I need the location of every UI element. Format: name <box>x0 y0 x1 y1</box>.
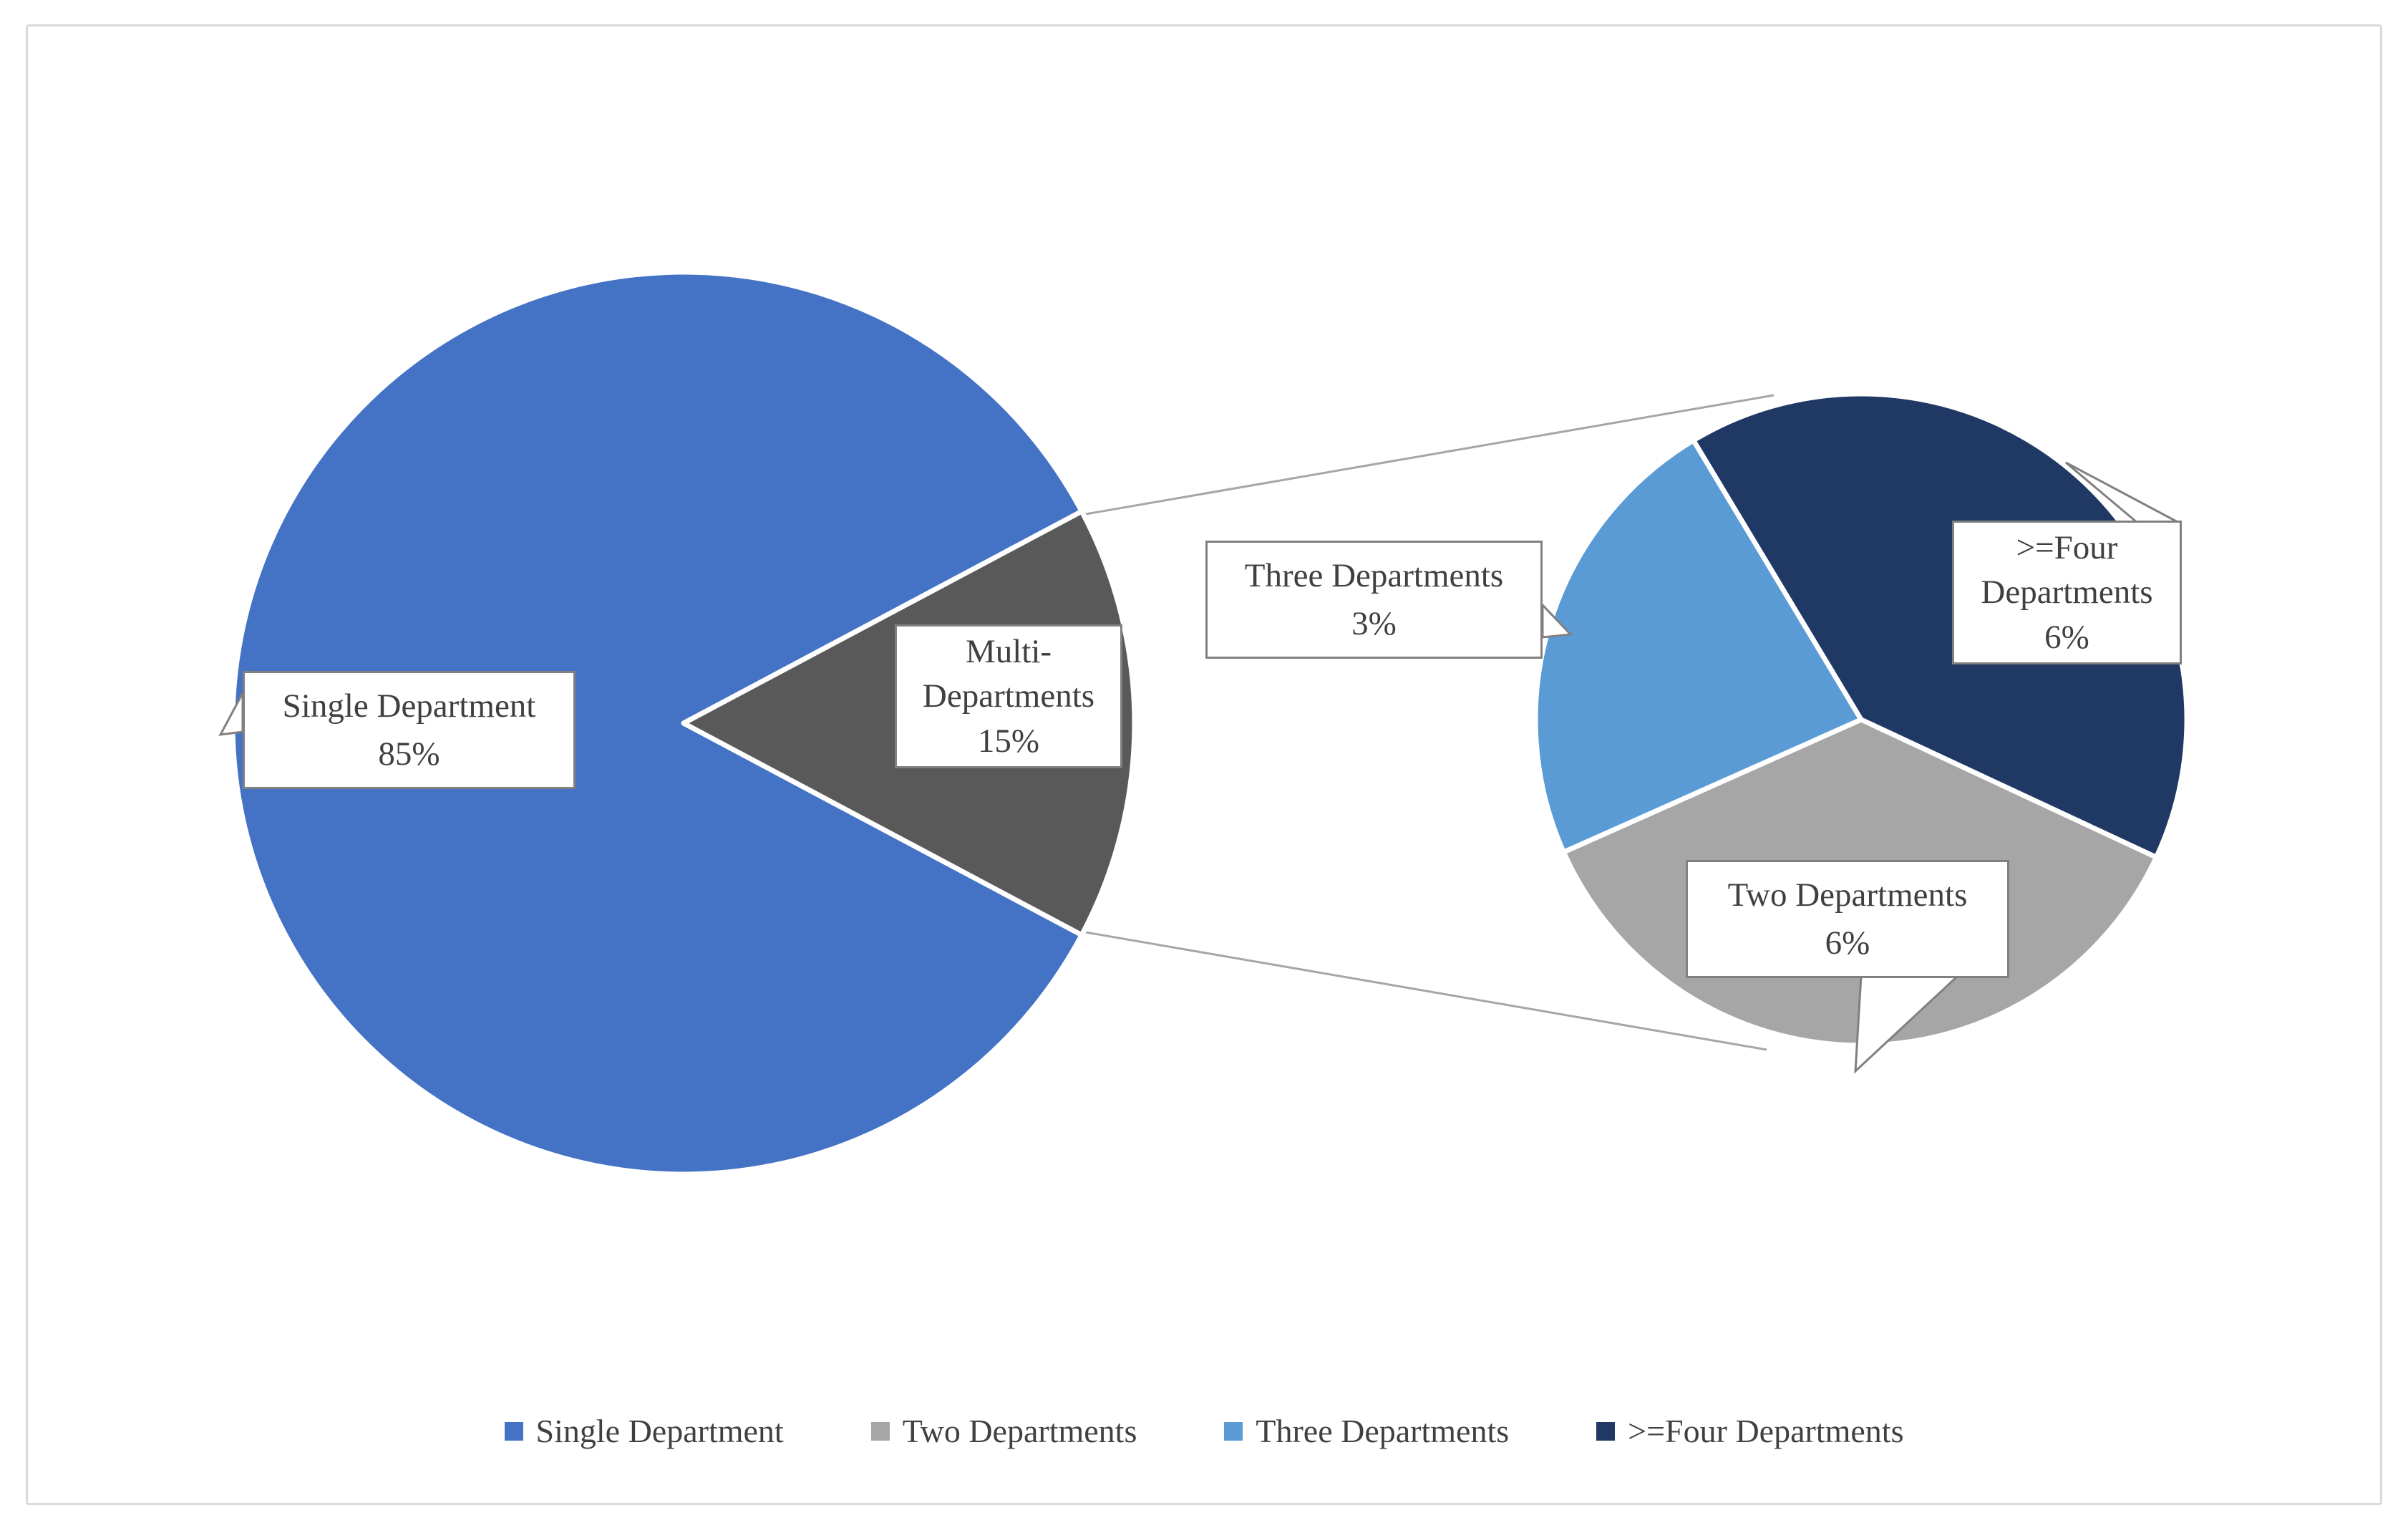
data-label-three-departments: Three Departments 3% <box>1205 541 1543 659</box>
data-label-two-value: 6% <box>1825 924 1870 962</box>
callout-pointer-three <box>1541 602 1573 639</box>
legend-swatch-single-department <box>504 1421 523 1441</box>
legend-label-four-departments: >=Four Departments <box>1628 1413 1904 1449</box>
legend-label-two-departments: Two Departments <box>902 1413 1137 1449</box>
data-label-single-department: Single Department 85% <box>243 671 576 789</box>
data-label-two-departments: Two Departments 6% <box>1686 860 2009 978</box>
data-label-single-text: Single Department <box>282 687 536 725</box>
data-label-multi-line1: Multi- <box>965 633 1052 671</box>
data-label-four-line2: Departments <box>1981 574 2153 611</box>
legend-item-two-departments: Two Departments <box>870 1412 1137 1450</box>
data-label-multi-line2: Departments <box>922 677 1095 715</box>
chart-legend: Single Department Two Departments Three … <box>0 1412 2408 1450</box>
data-label-four-departments: >=Four Departments 6% <box>1952 521 2182 664</box>
legend-label-three-departments: Three Departments <box>1256 1413 1510 1449</box>
data-label-multi-departments: Multi- Departments 15% <box>895 624 1122 768</box>
legend-item-three-departments: Three Departments <box>1224 1412 1509 1450</box>
legend-swatch-three-departments <box>1224 1421 1243 1441</box>
secondary-pie-slice-four-departments <box>1691 391 2190 860</box>
legend-item-four-departments: >=Four Departments <box>1596 1412 1903 1450</box>
data-label-four-value: 6% <box>2044 618 2089 656</box>
legend-swatch-two-departments <box>870 1421 890 1441</box>
legend-swatch-four-departments <box>1596 1421 1616 1441</box>
data-label-three-value: 3% <box>1351 604 1397 642</box>
data-label-two-text: Two Departments <box>1727 876 1968 914</box>
connector-line-bottom <box>1077 929 1767 1051</box>
data-label-four-line1: >=Four <box>2016 529 2118 567</box>
data-label-three-text: Three Departments <box>1244 556 1504 594</box>
legend-label-single-department: Single Department <box>535 1413 784 1449</box>
data-label-single-value: 85% <box>378 735 440 773</box>
connector-line-top <box>1077 394 1775 517</box>
legend-item-single-department: Single Department <box>504 1412 784 1450</box>
data-label-multi-value: 15% <box>977 722 1040 760</box>
